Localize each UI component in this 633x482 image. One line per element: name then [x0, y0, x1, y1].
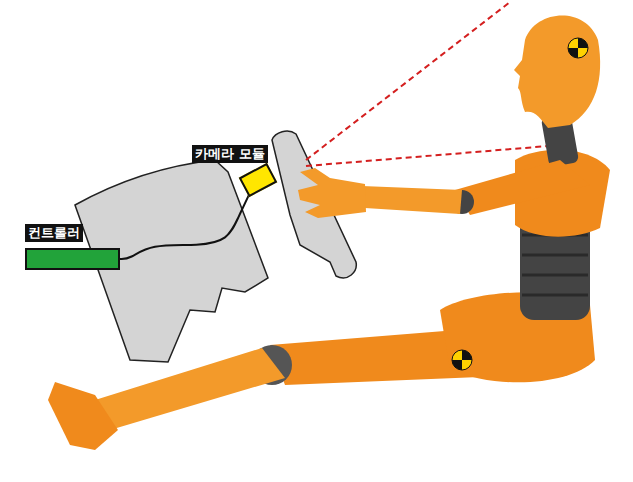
controller: 컨트롤러 [25, 222, 122, 272]
camera-module: 카메라 모듈 [192, 143, 287, 205]
part-label: 카메라 모듈 [192, 145, 268, 163]
part-box [239, 163, 278, 197]
dummy-hand [298, 168, 366, 218]
part-box [25, 248, 120, 270]
wire [120, 192, 250, 259]
dummy-head [514, 16, 600, 128]
dummy-hip-symbol [452, 350, 472, 370]
dummy-upper-arm [455, 160, 590, 215]
dummy-forearm [362, 186, 462, 214]
dummy-abdomen-ribs [522, 235, 588, 295]
view-line [306, 2, 510, 160]
dummy-shin [95, 348, 285, 430]
dummy-head-symbol [568, 38, 588, 58]
part-label: 컨트롤러 [25, 224, 83, 242]
dummy-foot [48, 382, 118, 450]
view-line [306, 146, 548, 166]
